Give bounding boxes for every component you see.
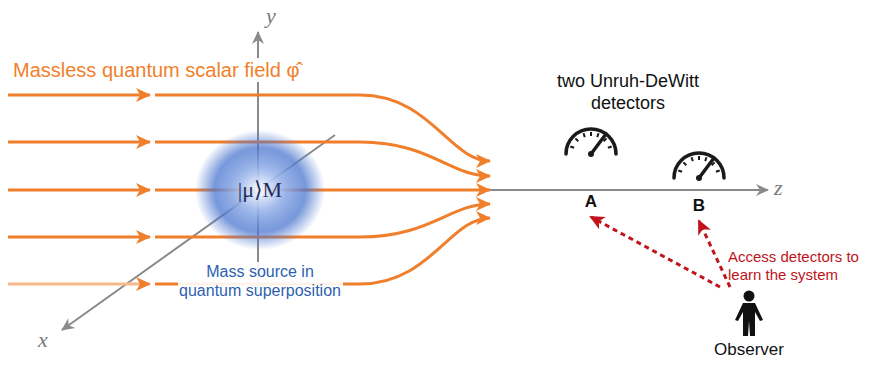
gauge-tick — [705, 157, 706, 161]
gauge-dial — [566, 129, 616, 154]
field-label: Massless quantum scalar field φ̂ — [10, 58, 302, 82]
detectors-label: two Unruh-DeWitt detectors — [543, 70, 713, 114]
gauge-tick — [608, 147, 612, 148]
gauge-tick — [692, 157, 693, 161]
gauge-tick — [597, 133, 598, 137]
gauge-tick — [584, 133, 585, 137]
detector: A — [560, 112, 622, 212]
axis-label: x — [38, 328, 48, 352]
state-ket: |μ⟩M — [195, 176, 325, 204]
gauge-needle — [699, 158, 714, 178]
gauge-tick — [678, 171, 682, 172]
edge-label: Access detectors to learn the system — [728, 248, 868, 284]
detector-letter: A — [560, 192, 622, 211]
mass-source: |μ⟩MMass source in quantum superposition — [195, 130, 325, 250]
gauge-pivot — [588, 151, 594, 157]
observer: Observer — [703, 290, 795, 364]
figure-body — [735, 303, 763, 336]
detector: B — [668, 136, 730, 216]
observer-label: Observer — [714, 340, 784, 360]
gauge-tick — [590, 132, 592, 136]
detector-gauge — [560, 112, 622, 160]
observer-figure — [703, 290, 795, 338]
access-arrow — [699, 221, 730, 287]
axis-label: z — [774, 176, 783, 200]
gauge-tick — [575, 138, 578, 141]
field-lines — [8, 95, 490, 284]
gauge-needle — [591, 134, 606, 154]
detector-letter: B — [668, 196, 730, 215]
gauge-tick — [683, 162, 686, 165]
gauge-tick — [570, 147, 574, 148]
gauge-tick — [698, 156, 700, 160]
mass-source-caption: Mass source in quantum superposition — [178, 262, 343, 300]
gauge-pivot — [696, 175, 702, 181]
blob-shape — [195, 130, 325, 250]
axis-label: y — [266, 4, 276, 28]
gauge-tick — [716, 171, 720, 172]
detector-gauge — [668, 136, 730, 184]
gauge-dial — [674, 153, 724, 178]
figure-head — [744, 291, 755, 302]
